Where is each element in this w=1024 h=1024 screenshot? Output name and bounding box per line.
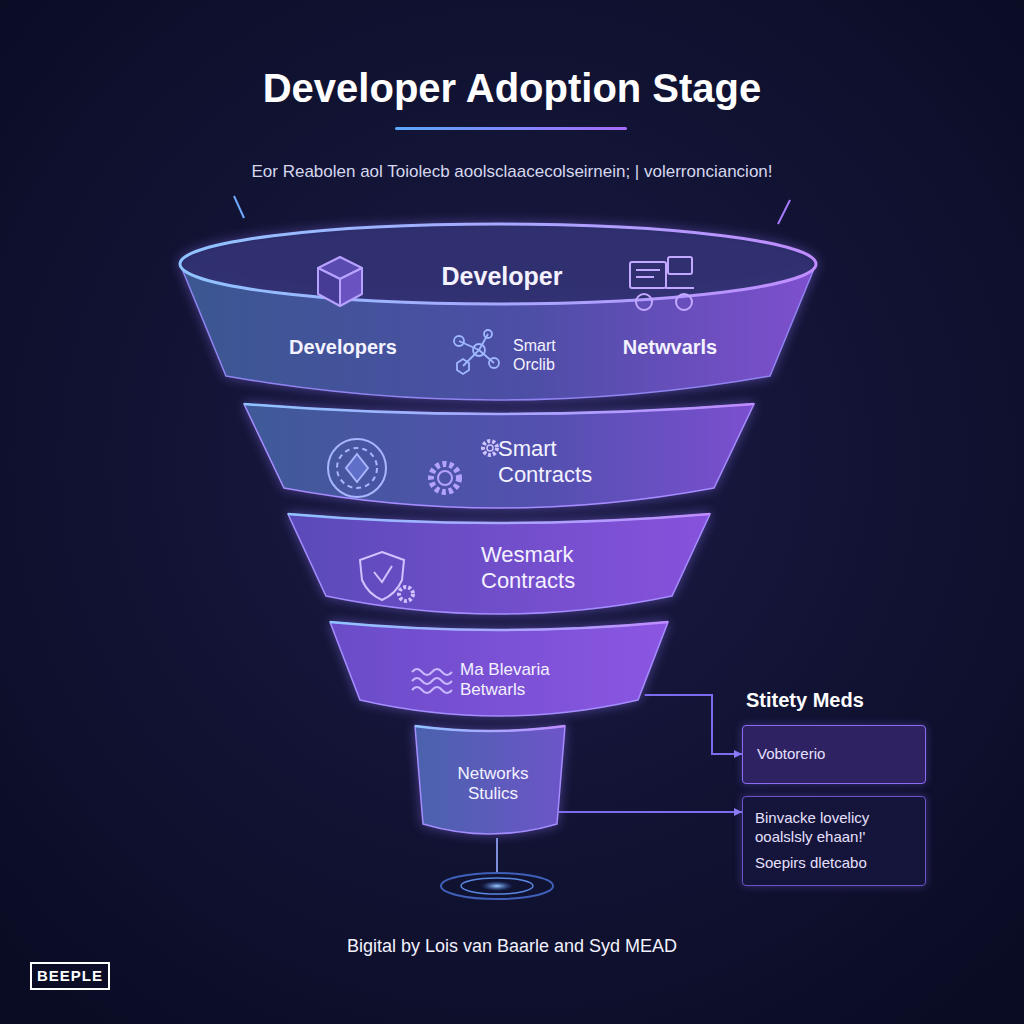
connector-arrow [645, 695, 742, 754]
gear-icon [483, 441, 497, 455]
machine-icon [630, 257, 694, 310]
wave-icon [412, 669, 452, 693]
funnel-band: Smart Contracts [244, 404, 754, 508]
cube-icon [318, 257, 362, 306]
funnel-rim: DeveloperDevelopers Smart Orclib Netwvarls [178, 222, 818, 400]
base-glow [481, 881, 513, 891]
panel-text: Vobtorerio [757, 745, 911, 764]
band-body [288, 514, 710, 614]
band-label: Smart Orclib [513, 336, 577, 374]
band-body [330, 622, 668, 716]
panel-heading: Stitety Meds [746, 688, 864, 712]
leader-line [234, 196, 244, 218]
band-label: Networks Stulics [443, 764, 543, 805]
funnel-band: Networks Stulics [415, 726, 565, 834]
subtitle: Eor Reabolen aol Toiolecb aoolsclaacecol… [251, 162, 772, 182]
funnel-rim-outline [178, 222, 818, 400]
band-body [415, 726, 565, 834]
leader-line [778, 200, 790, 224]
band-label: Developer [442, 261, 563, 291]
connector-arrow [559, 811, 742, 813]
band-label: Wesmark Contracts [481, 542, 615, 595]
base-ring [461, 878, 533, 894]
band-rim [288, 514, 710, 523]
band-label: Netwvarls [623, 335, 718, 359]
funnel-stem [496, 838, 498, 874]
funnel-band: Ma Blevaria Betwarls [330, 622, 668, 716]
title: Developer Adoption Stage [263, 64, 762, 112]
base-ring [441, 873, 553, 899]
panel-box: Stitety MedsVobtorerio [742, 725, 926, 784]
band-body [244, 404, 754, 508]
watermark: BEEPLE [30, 962, 110, 990]
molecule-icon [454, 330, 499, 374]
gear-cloud-icon [431, 464, 459, 492]
shield-icon [360, 552, 413, 601]
caption: Bigital by Lois van Baarle and Syd MEAD [347, 936, 677, 958]
band-rim [244, 404, 754, 414]
band-label: Smart Contracts [498, 436, 622, 489]
panel-text: Binvacke lovelicy ooalslsly ehaan!' [755, 809, 913, 847]
title-underline [395, 127, 627, 130]
funnel-band: Wesmark Contracts [288, 514, 710, 614]
band-rim [330, 622, 668, 630]
rim-opening [180, 224, 816, 304]
panel-text: Soepirs dletcabo [755, 854, 913, 873]
band-label: Developers [289, 335, 397, 359]
band-rim [415, 726, 565, 731]
band-label: Ma Blevaria Betwarls [460, 660, 570, 701]
target-icon [328, 439, 386, 497]
panel-box: Binvacke lovelicy ooalslsly ehaan!' Soepi… [742, 796, 926, 886]
